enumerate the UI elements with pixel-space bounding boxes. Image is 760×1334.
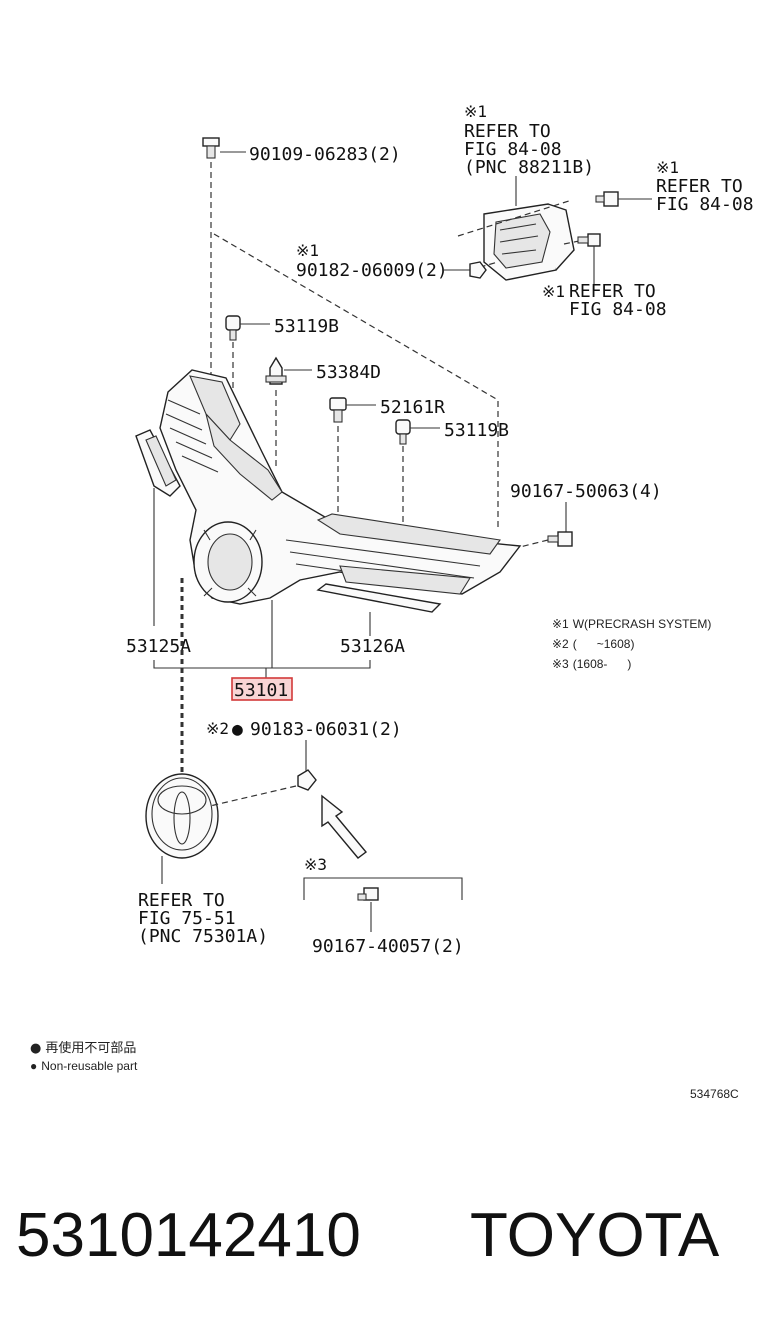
diagram-code: 534768C xyxy=(690,1087,739,1101)
svg-text:●Non-reusable part: ● Non-reusable part xyxy=(30,1059,138,1073)
bracket-left-icon xyxy=(135,429,181,497)
refer-label: FIG 84-08 xyxy=(464,139,562,160)
label-clip-upper: 53119B xyxy=(274,316,339,337)
clip-icon xyxy=(329,397,347,423)
note-mark: ※1 xyxy=(656,158,679,177)
svg-text:※3(1608- ): ※3 (1608- ) xyxy=(552,657,631,671)
screw-icon xyxy=(357,887,379,901)
note-mark: ※1 xyxy=(542,282,565,301)
arrow-icon xyxy=(321,794,368,859)
legend-bullet: ● xyxy=(30,1059,37,1073)
retainer-icon xyxy=(265,356,287,385)
clip-icon xyxy=(395,419,411,445)
label-bracket-left: 53125A xyxy=(126,636,191,657)
footer-part-number: 5310142410 xyxy=(16,1201,361,1270)
screw-icon xyxy=(595,191,619,207)
refer-label: REFER TO xyxy=(569,281,656,302)
note-text: W(PRECRASH SYSTEM) xyxy=(573,617,712,631)
bracket-right-icon xyxy=(316,583,442,613)
toyota-emblem-icon xyxy=(145,773,219,859)
refer-label: REFER TO xyxy=(656,176,743,197)
refer-label: REFER TO xyxy=(464,121,551,142)
refer-label: REFER TO xyxy=(138,890,225,911)
main-part-highlight xyxy=(231,677,293,701)
svg-text:※1W(PRECRASH SYSTEM): ※1 W(PRECRASH SYSTEM) xyxy=(552,617,711,631)
note-mark: ※1 xyxy=(552,617,569,631)
note-text: (1608- ) xyxy=(573,657,632,671)
nut-icon xyxy=(469,261,487,279)
label-main-part[interactable]: 53101 xyxy=(234,680,288,701)
notes-list: ※1 W(PRECRASH SYSTEM) ※2 ( ~1608) ※3 (1608-… xyxy=(552,617,711,671)
nonreusable-bullet: ● xyxy=(232,719,243,740)
refer-label: FIG 84-08 xyxy=(569,299,667,320)
bolt-icon xyxy=(202,137,220,159)
note-mark: ※3 xyxy=(304,855,327,874)
note-mark: ※2 xyxy=(552,637,569,651)
footer-brand: TOYOTA xyxy=(470,1201,720,1270)
label-clip-lower: 53119B xyxy=(444,420,509,441)
label-bracket-right: 53126A xyxy=(340,636,405,657)
svg-text:●再使用不可部品: ● 再使用不可部品 xyxy=(30,1040,136,1056)
radar-sensor-icon xyxy=(483,203,575,281)
note-mark: ※1 xyxy=(296,241,319,260)
note-text: ( ~1608) xyxy=(573,637,635,651)
legend-text: Non-reusable part xyxy=(41,1059,138,1073)
label-nut: 90182-06009(2) xyxy=(296,260,448,281)
note-mark: ※2 xyxy=(206,719,229,738)
label-screw-right: 90167-50063(4) xyxy=(510,481,662,502)
refer-label: FIG 75-51 xyxy=(138,908,236,929)
screw-icon xyxy=(547,531,573,547)
label-screw-bottom: 90167-40057(2) xyxy=(312,936,464,957)
legend-text: 再使用不可部品 xyxy=(45,1040,136,1056)
label-bolt-top: 90109-06283(2) xyxy=(249,144,401,165)
radiator-grille-icon xyxy=(159,369,522,605)
svg-text:※2( ~1608): ※2 ( ~1608) xyxy=(552,637,634,651)
clip-icon xyxy=(225,315,241,341)
label-clip-retainer: 53384D xyxy=(316,362,381,383)
washer-icon xyxy=(297,769,317,791)
label-washer: 90183-06031(2) xyxy=(250,719,402,740)
screw-icon xyxy=(577,233,601,247)
refer-label: (PNC 88211B) xyxy=(464,157,594,178)
label-clip-r: 52161R xyxy=(380,397,445,418)
note-mark: ※3 xyxy=(552,657,569,671)
note-mark: ※1 xyxy=(464,102,487,121)
legend-bullet: ● xyxy=(30,1041,41,1056)
refer-label: FIG 84-08 xyxy=(656,194,754,215)
legend: ●再使用不可部品 ●Non-reusable part xyxy=(30,1040,138,1073)
refer-label: (PNC 75301A) xyxy=(138,926,268,947)
